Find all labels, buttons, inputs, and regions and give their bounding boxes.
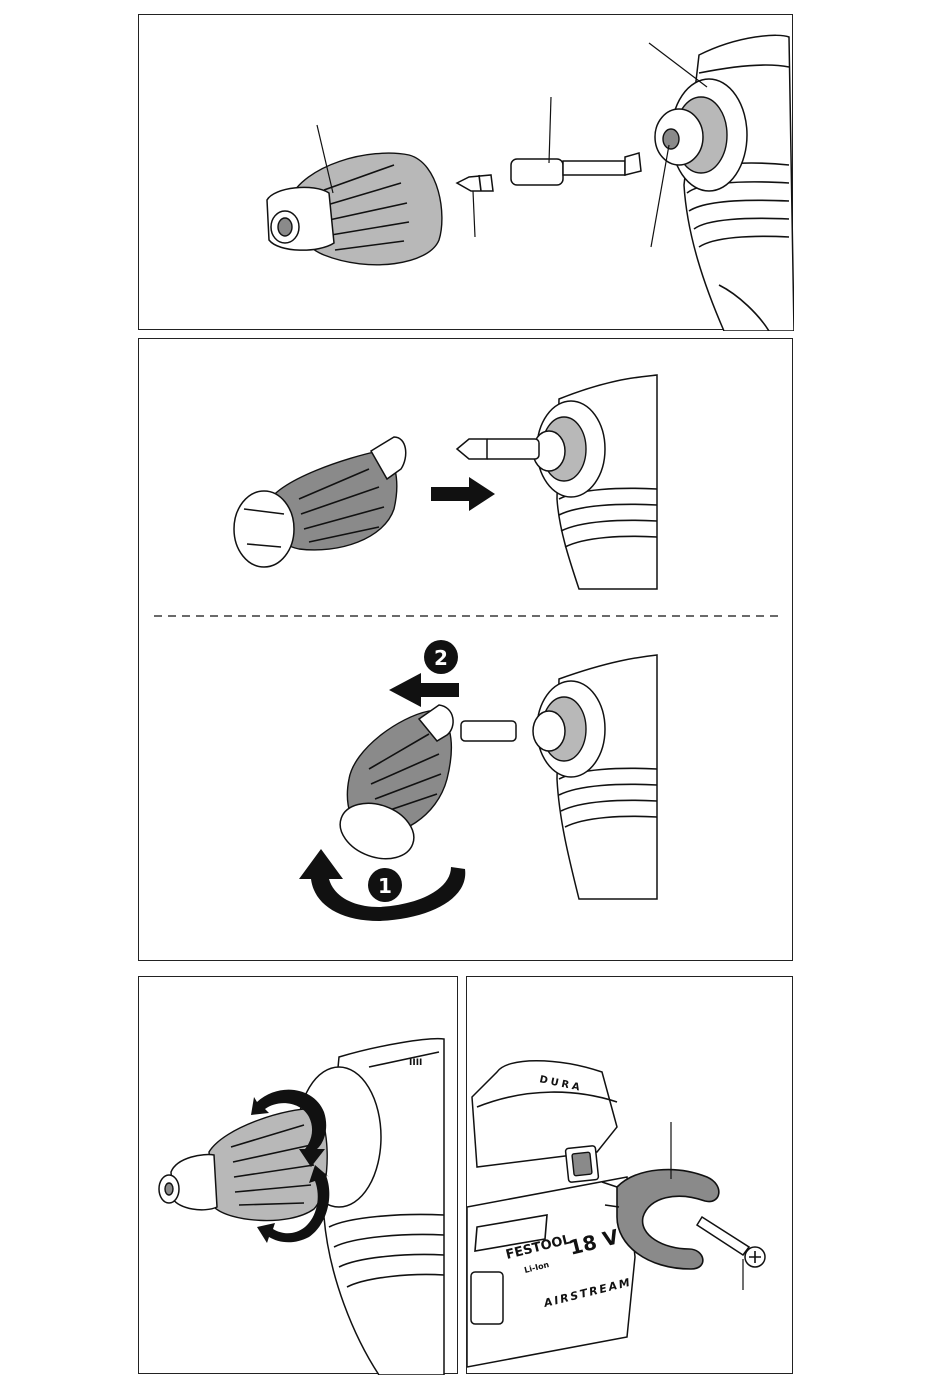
- depth-stop-fitting: [234, 437, 406, 567]
- figure-exploded-parts: [138, 14, 793, 330]
- fit-remove-illustration: 2 1: [139, 339, 794, 962]
- leader-line-bit: [473, 191, 475, 237]
- screwdriver-bit: [457, 175, 493, 191]
- screwdriver-grip: DURA: [472, 1061, 617, 1183]
- step-2-number: 2: [434, 646, 448, 670]
- leader-line-spindle: [651, 145, 669, 247]
- clip-screw: [697, 1217, 765, 1267]
- figure-depth-adjust: IIII: [138, 976, 458, 1374]
- figure-belt-clip: DURA FESTOOL Li-Ion 18 V AIRSTREAM: [466, 976, 793, 1374]
- exploded-parts-illustration: [139, 15, 794, 331]
- depth-adjust-illustration: IIII: [139, 977, 459, 1375]
- depth-stop-cone: [267, 153, 442, 265]
- leader-line-holder: [549, 97, 551, 163]
- depth-stop-removing: [332, 705, 516, 868]
- figure-fit-and-remove: 2 1: [138, 338, 793, 961]
- belt-clip-illustration: DURA FESTOOL Li-Ion 18 V AIRSTREAM: [467, 977, 794, 1375]
- housing-lettering-top: IIII: [409, 1058, 422, 1068]
- arrow-pull-left: [389, 673, 459, 707]
- step-1-badge: 1: [368, 868, 402, 902]
- screwdriver-body: [655, 35, 794, 331]
- step-2-badge: 2: [424, 640, 458, 674]
- bit-holder: [511, 153, 641, 185]
- step-1-number: 1: [378, 874, 392, 898]
- depth-stop-sleeve: [159, 1109, 327, 1221]
- screwdriver-body-upper: [457, 375, 657, 589]
- screwdriver-body-lower: [533, 655, 657, 899]
- arrow-push-right: [431, 477, 495, 511]
